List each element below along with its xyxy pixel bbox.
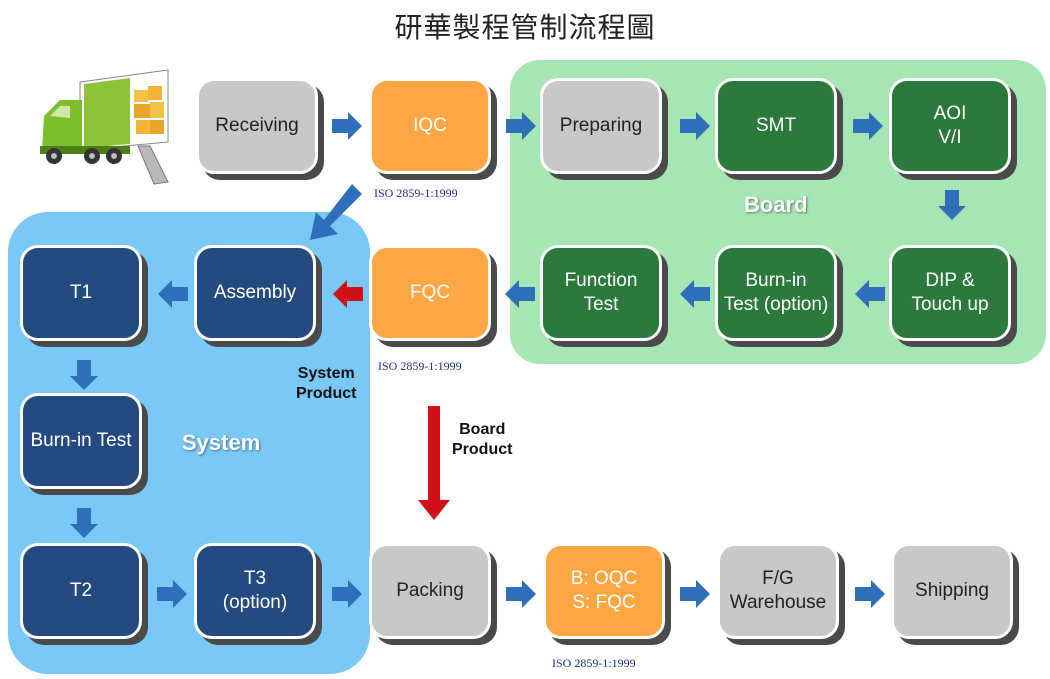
arrow-burn-in-to-function-test: [680, 280, 710, 308]
step-receiving: Receiving: [196, 78, 318, 174]
arrow-dip-to-burn-in: [855, 280, 885, 308]
step-t3: T3 (option): [194, 543, 316, 639]
step-assembly: Assembly: [194, 245, 316, 341]
arrow-packing-to-oqc: [506, 580, 536, 608]
arrow-preparing-to-smt: [680, 112, 710, 140]
arrow-oqc-to-fg-warehouse: [680, 580, 710, 608]
diagram-title: 研華製程管制流程圖: [394, 11, 656, 44]
arrow-aoi-to-dip: [938, 190, 966, 220]
step-burn-in-system: Burn-in Test: [20, 393, 142, 489]
step-packing: Packing: [369, 543, 491, 639]
step-smt: SMT: [715, 78, 837, 174]
arrow-function-test-to-fqc: [505, 280, 535, 308]
note-board-product: Board Product: [452, 421, 513, 458]
iso-label-oqc: ISO 2859-1:1999: [552, 656, 636, 670]
step-function-test: Function Test: [540, 245, 662, 341]
arrow-iqc-to-assembly: [310, 184, 362, 240]
arrow-smt-to-aoi: [853, 112, 883, 140]
arrow-fqc-to-assembly: [333, 280, 363, 308]
arrow-t1-to-burn-in: [70, 360, 98, 390]
arrow-board-product: [418, 406, 450, 520]
note-system-product: System Product: [296, 365, 357, 402]
arrow-iqc-to-preparing: [506, 112, 536, 140]
arrow-assembly-to-t1: [158, 280, 188, 308]
step-iqc: IQC: [369, 78, 491, 174]
iso-label-fqc: ISO 2859-1:1999: [378, 359, 462, 373]
step-preparing: Preparing: [540, 78, 662, 174]
step-dip-touch-up: DIP & Touch up: [889, 245, 1011, 341]
step-aoi: AOI V/I: [889, 78, 1011, 174]
arrow-receiving-to-iqc: [332, 112, 362, 140]
arrow-t3-to-packing: [332, 580, 362, 608]
step-fg-warehouse: F/G Warehouse: [717, 543, 839, 639]
step-shipping: Shipping: [891, 543, 1013, 639]
delivery-truck-icon: [40, 69, 169, 185]
step-fqc: FQC: [369, 245, 491, 341]
arrow-fg-warehouse-to-shipping: [855, 580, 885, 608]
iso-label-iqc: ISO 2859-1:1999: [374, 186, 458, 200]
system-region-label: System: [182, 430, 261, 455]
step-t2: T2: [20, 543, 142, 639]
step-t1: T1: [20, 245, 142, 341]
arrow-burn-in-to-t2: [70, 508, 98, 538]
arrow-t2-to-t3: [157, 580, 187, 608]
board-region-label: Board: [744, 192, 808, 217]
step-burn-in-board: Burn-in Test (option): [715, 245, 837, 341]
step-oqc: B: OQC S: FQC: [543, 543, 665, 639]
